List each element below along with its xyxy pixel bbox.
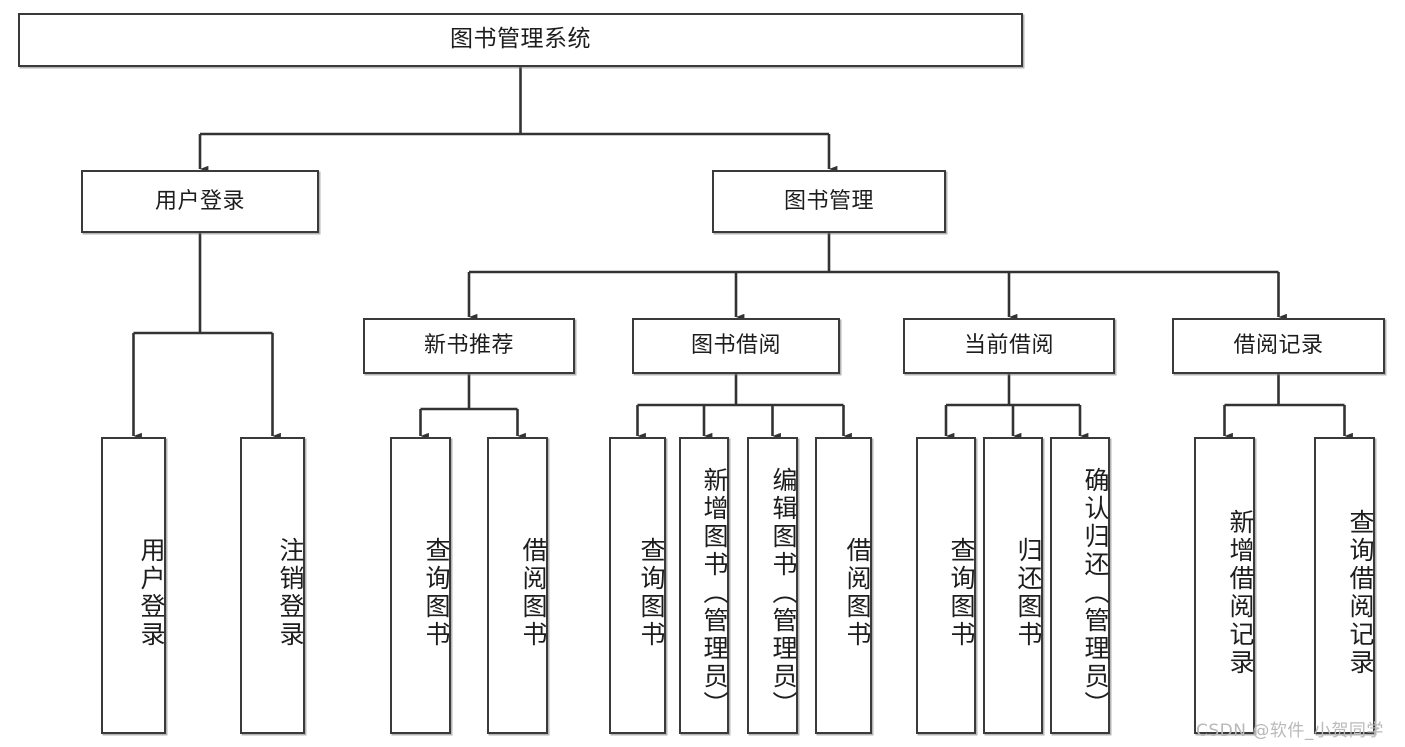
- edge-group: [132, 67, 1353, 440]
- node-label: 借阅图书: [843, 536, 872, 649]
- node-label: 图书借阅: [690, 333, 781, 359]
- node-label: 编辑图书（管理员）: [769, 466, 798, 719]
- node-label: 查询借阅记录: [1346, 508, 1375, 677]
- node-label: 图书管理系统: [450, 26, 591, 53]
- node-label: 借阅图书: [519, 536, 548, 649]
- node-leaf5[interactable]: 查询图书: [609, 437, 666, 734]
- node-current[interactable]: 当前借阅: [903, 318, 1115, 374]
- node-leaf1[interactable]: 用户登录: [101, 437, 166, 734]
- node-label: 借阅记录: [1233, 333, 1324, 359]
- node-bookmgmt[interactable]: 图书管理: [712, 170, 946, 233]
- node-root[interactable]: 图书管理系统: [18, 13, 1023, 67]
- node-label: 图书管理: [783, 188, 874, 214]
- node-label: 新增图书（管理员）: [700, 466, 729, 719]
- node-login[interactable]: 用户登录: [81, 170, 319, 233]
- node-leaf12[interactable]: 新增借阅记录: [1194, 437, 1255, 734]
- node-leaf13[interactable]: 查询借阅记录: [1314, 437, 1375, 734]
- node-label: 用户登录: [137, 536, 166, 649]
- node-leaf6[interactable]: 新增图书（管理员）: [679, 437, 729, 734]
- node-leaf2[interactable]: 注销登录: [240, 437, 305, 734]
- node-leaf8[interactable]: 借阅图书: [815, 437, 872, 734]
- node-label: 归还图书: [1014, 536, 1043, 649]
- node-leaf11[interactable]: 确认归还（管理员）: [1050, 437, 1110, 734]
- node-leaf7[interactable]: 编辑图书（管理员）: [747, 437, 798, 734]
- node-leaf10[interactable]: 归还图书: [983, 437, 1043, 734]
- node-leaf9[interactable]: 查询图书: [916, 437, 976, 734]
- node-leaf4[interactable]: 借阅图书: [487, 437, 548, 734]
- node-newbook[interactable]: 新书推荐: [363, 318, 575, 374]
- node-label: 注销登录: [276, 536, 305, 649]
- node-label: 确认归还（管理员）: [1081, 466, 1110, 719]
- node-label: 新书推荐: [423, 333, 514, 359]
- node-label: 查询图书: [637, 536, 666, 649]
- watermark-text: CSDN @软件_小贺同学: [1196, 721, 1384, 741]
- node-label: 用户登录: [154, 188, 245, 214]
- node-leaf3[interactable]: 查询图书: [390, 437, 451, 734]
- node-records[interactable]: 借阅记录: [1172, 318, 1385, 374]
- node-label: 当前借阅: [963, 333, 1054, 359]
- node-borrow[interactable]: 图书借阅: [632, 318, 840, 374]
- node-label: 新增借阅记录: [1226, 508, 1255, 677]
- node-label: 查询图书: [422, 536, 451, 649]
- node-label: 查询图书: [947, 536, 976, 649]
